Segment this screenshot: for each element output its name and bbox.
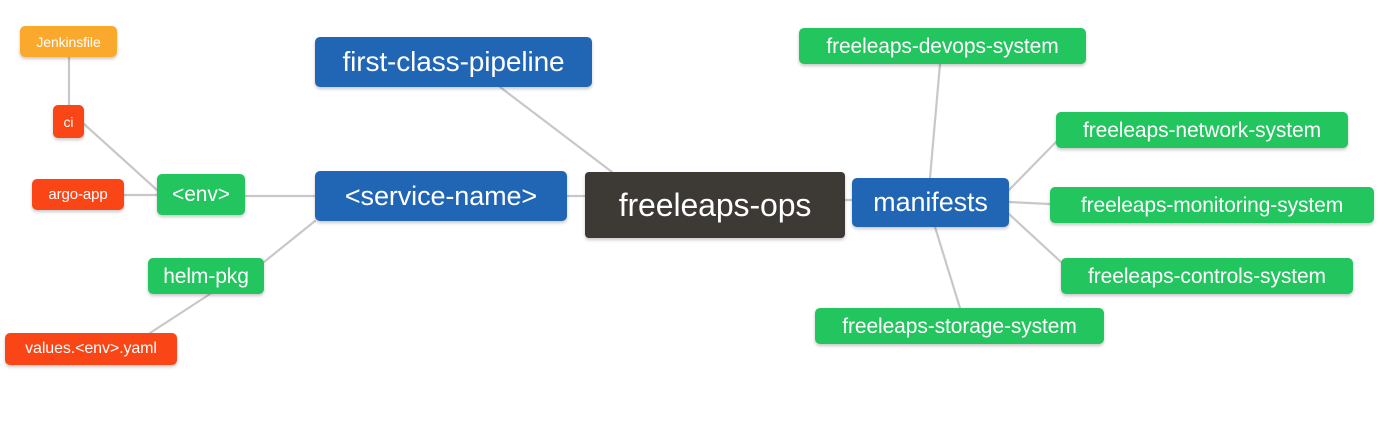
node-freeleaps-storage-system[interactable]: freeleaps-storage-system [815, 308, 1104, 344]
node-label-freeleaps-controls-system: freeleaps-controls-system [1088, 264, 1326, 288]
node-manifests[interactable]: manifests [852, 178, 1009, 227]
node-label-manifests: manifests [873, 187, 988, 217]
node-values-yaml[interactable]: values.<env>.yaml [5, 333, 177, 365]
node-label-freeleaps-network-system: freeleaps-network-system [1082, 118, 1321, 142]
edge-manifests-to-freeleaps-monitoring-system [1007, 200, 1052, 206]
node-label-freeleaps-storage-system: freeleaps-storage-system [842, 314, 1077, 338]
node-freeleaps-network-system[interactable]: freeleaps-network-system [1056, 112, 1348, 148]
node-freeleaps-ops[interactable]: freeleaps-ops [585, 172, 845, 238]
node-freeleaps-monitoring-system[interactable]: freeleaps-monitoring-system [1050, 187, 1374, 223]
edge-manifests-to-freeleaps-network-system [1007, 140, 1058, 192]
edge-service-name-to-helm-pkg [262, 219, 317, 264]
node-label-service-name: <service-name> [344, 180, 538, 211]
node-freeleaps-devops-system[interactable]: freeleaps-devops-system [799, 28, 1086, 64]
edge-manifests-to-freeleaps-storage-system [933, 225, 962, 310]
node-service-name[interactable]: <service-name> [315, 171, 567, 221]
node-label-values-yaml: values.<env>.yaml [25, 340, 157, 357]
edge-manifests-to-freeleaps-devops-system [928, 62, 942, 180]
edge-first-class-pipeline-to-freeleaps-ops [498, 85, 614, 174]
edge-helm-pkg-to-values-yaml [148, 292, 212, 335]
node-env[interactable]: <env> [157, 174, 245, 215]
node-label-freeleaps-ops: freeleaps-ops [618, 187, 812, 223]
node-label-env: <env> [172, 183, 230, 206]
node-freeleaps-controls-system[interactable]: freeleaps-controls-system [1061, 258, 1353, 294]
node-label-freeleaps-devops-system: freeleaps-devops-system [826, 34, 1059, 58]
node-label-ci: ci [63, 113, 74, 130]
node-label-freeleaps-monitoring-system: freeleaps-monitoring-system [1080, 193, 1344, 217]
node-jenkinsfile[interactable]: Jenkinsfile [20, 26, 117, 57]
node-label-first-class-pipeline: first-class-pipeline [342, 46, 565, 77]
node-label-helm-pkg: helm-pkg [163, 264, 249, 288]
node-label-jenkinsfile: Jenkinsfile [36, 33, 101, 50]
node-ci[interactable]: ci [53, 105, 84, 138]
node-helm-pkg[interactable]: helm-pkg [148, 258, 264, 294]
node-label-argo-app: argo-app [48, 186, 108, 203]
node-argo-app[interactable]: argo-app [32, 179, 124, 210]
node-first-class-pipeline[interactable]: first-class-pipeline [315, 37, 592, 87]
